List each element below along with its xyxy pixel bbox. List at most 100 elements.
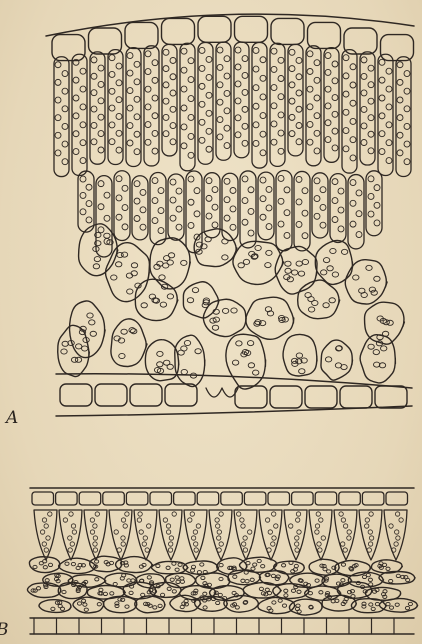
palisade-cell — [359, 510, 382, 560]
chloroplast — [131, 329, 137, 334]
chloroplast — [180, 580, 184, 583]
chloroplast — [341, 365, 347, 370]
spongy-cell — [246, 297, 294, 339]
chloroplast — [242, 106, 248, 112]
chloroplast — [296, 123, 302, 129]
chloroplast — [295, 548, 299, 552]
chloroplast — [332, 78, 338, 84]
chloroplast — [242, 176, 248, 182]
epidermal-cell — [150, 492, 172, 505]
chloroplast — [367, 548, 371, 552]
palisade-cell — [252, 42, 267, 168]
chloroplast — [253, 103, 259, 109]
chloroplast — [55, 79, 61, 85]
chloroplast — [77, 602, 81, 605]
chloroplast — [246, 561, 250, 564]
chloroplast — [199, 47, 205, 53]
chloroplast — [274, 524, 278, 528]
chloroplast — [296, 176, 302, 182]
chloroplast — [265, 263, 271, 268]
chloroplast — [188, 133, 194, 139]
chloroplast — [233, 575, 237, 578]
spongy-cell — [27, 583, 60, 598]
chloroplast — [406, 578, 410, 581]
chloroplast — [170, 106, 176, 112]
chloroplast — [374, 220, 380, 226]
epidermal-cell — [126, 492, 147, 505]
chloroplast — [386, 86, 392, 92]
chloroplast — [181, 105, 187, 111]
chloroplast — [404, 71, 410, 77]
chloroplast — [253, 47, 259, 53]
chloroplast — [298, 271, 304, 276]
chloroplast — [129, 591, 133, 594]
chloroplast — [82, 346, 88, 351]
chloroplast — [219, 577, 223, 580]
chloroplast — [166, 566, 170, 569]
chloroplast — [103, 592, 107, 595]
chloroplast — [296, 57, 302, 63]
epidermal-cell — [56, 492, 78, 505]
chloroplast — [95, 512, 99, 516]
chloroplast — [278, 130, 284, 136]
chloroplast — [91, 139, 97, 145]
chloroplast — [152, 148, 158, 154]
chloroplast — [134, 96, 140, 102]
chloroplast — [386, 602, 390, 605]
chloroplast — [201, 576, 205, 579]
chloroplast — [278, 148, 284, 154]
chloroplast — [242, 56, 248, 62]
chloroplast — [134, 181, 140, 187]
chloroplast — [260, 177, 266, 183]
chloroplast — [224, 178, 230, 184]
chloroplast — [253, 563, 257, 566]
chloroplast — [80, 176, 86, 182]
chloroplast — [248, 208, 254, 214]
chloroplast — [350, 137, 356, 143]
chloroplast — [109, 105, 115, 111]
chloroplast — [83, 603, 87, 606]
chloroplast — [157, 362, 163, 367]
chloroplast — [316, 512, 320, 516]
chloroplast — [394, 542, 398, 546]
chloroplast — [222, 255, 228, 260]
chloroplast — [386, 122, 392, 128]
chloroplast — [178, 563, 182, 566]
palisade-cell — [134, 510, 157, 560]
chloroplast — [43, 566, 47, 569]
chloroplast — [368, 211, 374, 217]
palisade-cell — [54, 57, 69, 177]
chloroplast — [248, 187, 254, 193]
chloroplast — [219, 542, 223, 546]
chloroplast — [296, 139, 302, 145]
chloroplast — [116, 97, 122, 103]
chloroplast — [379, 149, 385, 155]
chloroplast — [266, 186, 272, 192]
palisade-layer-b — [34, 510, 407, 560]
chloroplast — [219, 563, 223, 566]
chloroplast — [343, 128, 349, 134]
chloroplast — [143, 536, 147, 540]
palisade-cell — [180, 43, 195, 171]
panel-b-cross-section — [27, 488, 417, 634]
chloroplast — [353, 275, 359, 280]
spongy-cell — [322, 595, 356, 611]
chloroplast — [176, 224, 182, 230]
palisade-cell — [259, 510, 282, 560]
chloroplast — [131, 579, 135, 582]
epidermal-cell — [375, 386, 407, 408]
chloroplast — [141, 303, 147, 308]
epidermal-cell — [386, 492, 408, 505]
chloroplast — [62, 123, 68, 129]
chloroplast — [134, 61, 140, 67]
chloroplast — [163, 518, 167, 522]
chloroplast — [271, 85, 277, 91]
chloroplast — [237, 512, 241, 516]
chloroplast — [216, 601, 220, 604]
chloroplast — [145, 104, 151, 110]
chloroplast — [190, 569, 194, 572]
chloroplast — [199, 65, 205, 71]
chloroplast — [217, 548, 221, 552]
chloroplast — [369, 603, 373, 606]
chloroplast — [341, 563, 345, 566]
